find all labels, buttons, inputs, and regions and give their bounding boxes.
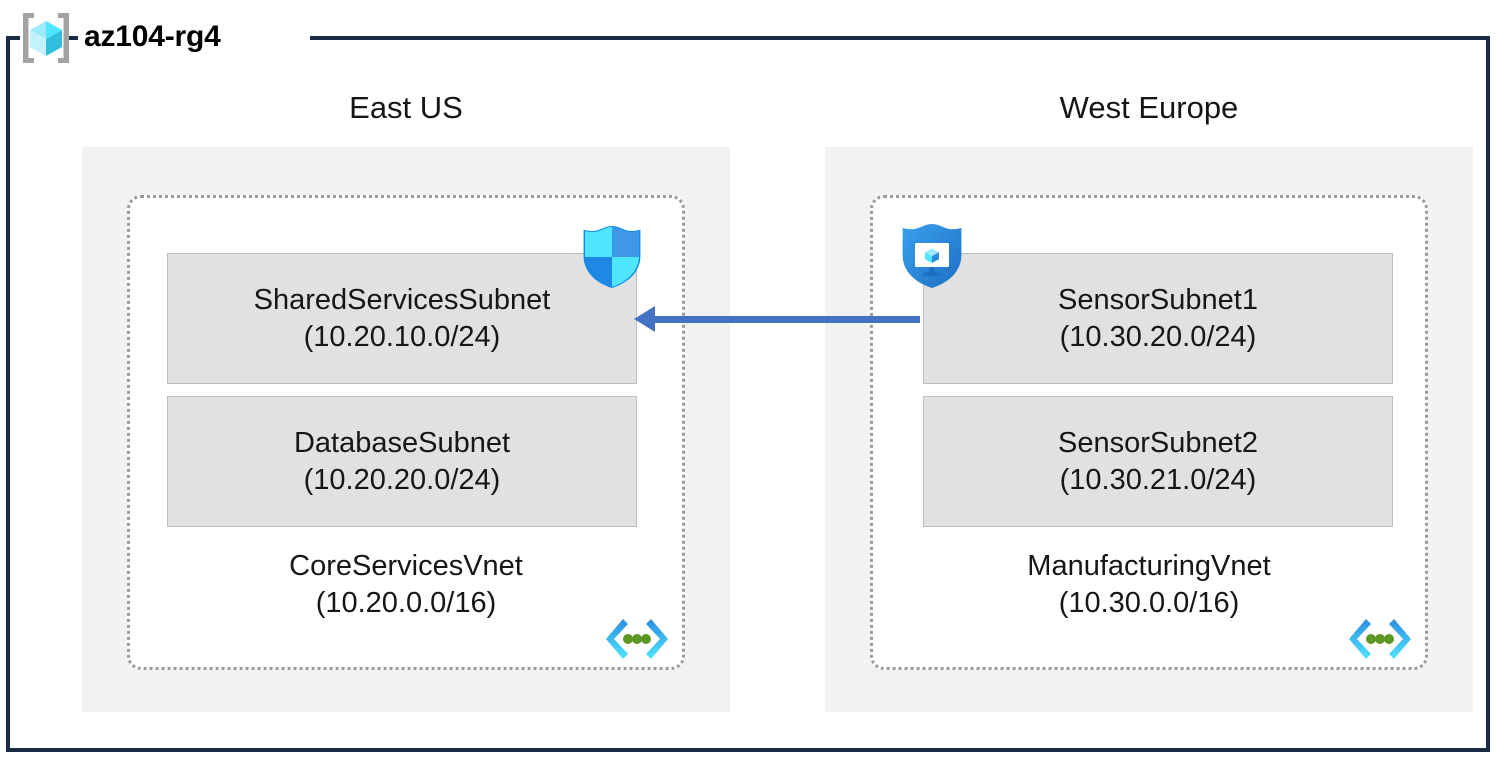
region-box-east-us: SharedServicesSubnet (10.20.10.0/24) Dat… [82,147,730,712]
vnet-cidr: (10.30.0.0/16) [1058,587,1240,619]
vnet-name: CoreServicesVnet [289,550,523,582]
resource-group-frame [6,38,1490,752]
resource-group-header: az104-rg4 [18,8,221,68]
subnet-name: DatabaseSubnet [293,426,511,459]
subnet-sensorsubnet2[interactable]: SensorSubnet2 (10.30.21.0/24) [923,396,1393,527]
resource-group-name: az104-rg4 [84,20,221,53]
subnet-name: SensorSubnet2 [1058,426,1258,459]
region-west-europe: West Europe SensorSubnet1 (10.30.20.0/24… [825,86,1473,712]
subnet-cidr: (10.30.21.0/24) [1059,463,1257,496]
resource-group-frame-stub-right [68,36,76,40]
vnet-manufacturingvnet[interactable]: SensorSubnet1 (10.30.20.0/24) SensorSubn… [870,195,1428,670]
network-security-shield-icon [582,226,642,288]
subnet-databasesubnet[interactable]: DatabaseSubnet (10.20.20.0/24) [167,396,637,527]
region-label-west-europe: West Europe [1059,90,1239,125]
resource-group-frame-top-left [6,36,20,40]
azure-resource-group-icon [18,10,74,66]
bastion-shield-monitor-icon [901,224,963,288]
virtual-network-icon [1349,617,1411,661]
subnet-cidr: (10.20.20.0/24) [303,463,501,496]
subnet-cidr: (10.30.20.0/24) [1059,320,1257,353]
region-east-us: East US SharedServicesSubnet (10.20.10.0… [82,86,730,712]
region-box-west-europe: SensorSubnet1 (10.30.20.0/24) SensorSubn… [825,147,1473,712]
vnet-name: ManufacturingVnet [1027,550,1271,582]
vnet-peering-arrowhead [634,306,655,332]
vnet-cidr: (10.20.0.0/16) [315,587,497,619]
vnet-peering-arrow [655,316,920,323]
subnet-sharedservicessubnet[interactable]: SharedServicesSubnet (10.20.10.0/24) [167,253,637,384]
region-label-east-us: East US [349,90,463,125]
virtual-network-icon [606,617,668,661]
vnet-caption-manufacturingvnet: ManufacturingVnet (10.30.0.0/16) [873,548,1425,622]
subnet-cidr: (10.20.10.0/24) [303,320,501,353]
subnet-name: SharedServicesSubnet [253,283,551,316]
vnet-caption-coreservicesvnet: CoreServicesVnet (10.20.0.0/16) [130,548,682,622]
subnet-sensorsubnet1[interactable]: SensorSubnet1 (10.30.20.0/24) [923,253,1393,384]
subnet-name: SensorSubnet1 [1058,283,1258,316]
vnet-coreservicesvnet[interactable]: SharedServicesSubnet (10.20.10.0/24) Dat… [127,195,685,670]
resource-group-frame-top-right [310,36,1490,40]
